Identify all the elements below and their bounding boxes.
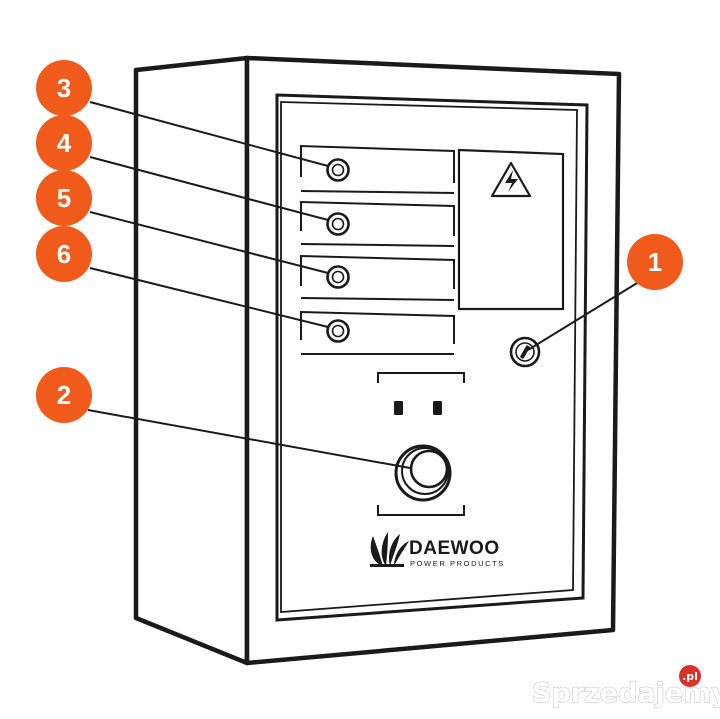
cabinet-side-face [133, 55, 250, 666]
watermark-badge [679, 665, 701, 687]
indicator-lamp-5 [326, 265, 350, 289]
leader-6 [89, 267, 329, 328]
lamp-bracket-5 [300, 254, 455, 289]
watermark: Sprzedajemy .pl [531, 665, 720, 710]
leader-4 [89, 156, 329, 221]
terminal-left [394, 401, 403, 415]
callout-6: 6 [36, 226, 92, 282]
callout-4: 4 [36, 115, 92, 171]
callout-2: 2 [36, 367, 92, 423]
terminal-right [433, 401, 442, 415]
lamp-bracket-4 [300, 200, 455, 236]
callout-3: 3 [36, 60, 92, 116]
indicator-lamp-4 [326, 212, 350, 236]
leader-2 [87, 409, 411, 469]
push-button [394, 444, 452, 502]
leader-1 [527, 279, 643, 351]
watermark-suffix: .pl [682, 670, 698, 683]
indicator-lamps [326, 158, 350, 343]
svg-text:4: 4 [57, 128, 72, 158]
terminal-markers [394, 401, 442, 415]
leader-5 [89, 211, 329, 274]
push-button-cap [409, 449, 449, 489]
door-inner-frame [280, 101, 578, 613]
button-area [377, 372, 465, 516]
svg-text:1: 1 [648, 247, 662, 277]
high-voltage-warning-icon [490, 161, 532, 198]
lamp-baseline-4 [300, 243, 455, 247]
brand-name: DAEWOO [409, 538, 500, 559]
indicator-panel [300, 144, 455, 355]
brand-tagline: POWER PRODUCTS [410, 559, 505, 568]
leader-3 [89, 101, 329, 167]
svg-text:3: 3 [57, 73, 71, 103]
lamp-baseline-5 [300, 297, 455, 301]
warning-label-frame [457, 148, 565, 311]
svg-text:2: 2 [57, 380, 71, 410]
key-switch-icon [509, 336, 541, 368]
brand-logo: DAEWOO POWER PRODUCTS [370, 532, 505, 568]
daewoo-logo-icon [370, 532, 409, 567]
indicator-lamp-3 [326, 158, 350, 182]
svg-text:5: 5 [57, 183, 71, 213]
lamp-bracket-6 [300, 310, 455, 344]
callout-1: 1 [627, 234, 683, 290]
svg-text:6: 6 [57, 239, 71, 269]
callout-markers: 3 4 5 6 1 2 [36, 60, 683, 423]
callout-leaders [87, 101, 643, 469]
indicator-lamp-6 [326, 319, 350, 343]
warning-label-box [457, 148, 565, 311]
lower-bracket [377, 505, 465, 516]
lamp-bracket-3 [300, 144, 455, 183]
cabinet-front-face [244, 55, 622, 666]
upper-bracket [377, 372, 465, 383]
lamp-baseline-3 [300, 190, 455, 194]
callout-5: 5 [36, 170, 92, 226]
